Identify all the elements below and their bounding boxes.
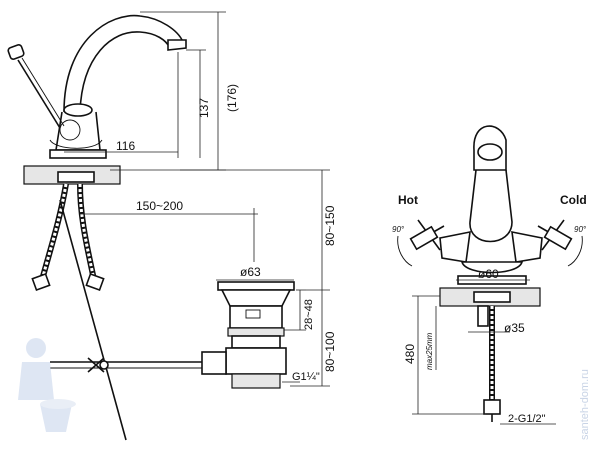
dimension-150-200: 150~200 [80, 199, 258, 262]
cold-label: Cold [560, 193, 587, 207]
dimension-116: 116 [64, 52, 179, 158]
dim-28-48-label: 28~48 [303, 299, 315, 330]
dimension-g12: 2-G1/2" [500, 413, 556, 425]
hot-label: Hot [398, 193, 418, 207]
watermark-text: santeh-dom.ru [579, 369, 591, 440]
dimension-80-150: 80~150 [180, 169, 337, 290]
dim-80-150-label: 80~150 [323, 205, 337, 246]
cold-label-group: Cold 90° [560, 193, 587, 267]
side-view-faucet [7, 14, 210, 441]
angle-right-label: 90° [574, 225, 587, 234]
dimension-480: 480 [403, 295, 486, 415]
dim-480-label: 480 [403, 344, 417, 364]
front-view-mixer [409, 125, 573, 422]
hot-handle [409, 219, 445, 251]
dimension-35: ø35 [468, 321, 525, 335]
dimension-137: 137 [186, 49, 211, 158]
cold-handle [537, 219, 573, 251]
dim-80-100-label: 80~100 [323, 331, 337, 372]
pop-up-waste: ø63 G1¼" [201, 265, 320, 389]
dim-137-label: 137 [197, 98, 211, 118]
angle-left-label: 90° [392, 225, 405, 234]
dim-176-label: (176) [225, 84, 239, 112]
lever-handle [7, 44, 65, 129]
max25-label: max25mm [425, 332, 434, 370]
dim-60-label: ø60 [478, 267, 499, 281]
dim-150-200-label: 150~200 [136, 199, 183, 213]
dimension-80-100: 80~100 [290, 289, 337, 387]
dim-63-label: ø63 [240, 265, 261, 279]
dimension-176: (176) [110, 11, 239, 171]
dimension-max25: max25mm [425, 306, 437, 370]
dim-116-label: 116 [116, 139, 135, 153]
dimension-28-48: 28~48 [280, 289, 315, 331]
dimension-60: ø60 [456, 267, 530, 281]
dim-g12-label: 2-G1/2" [508, 413, 546, 425]
dim-35-label: ø35 [504, 321, 525, 335]
dim-g114-label: G1¼" [292, 371, 320, 383]
hot-label-group: Hot 90° [392, 193, 418, 267]
plumber-logo [18, 338, 76, 432]
